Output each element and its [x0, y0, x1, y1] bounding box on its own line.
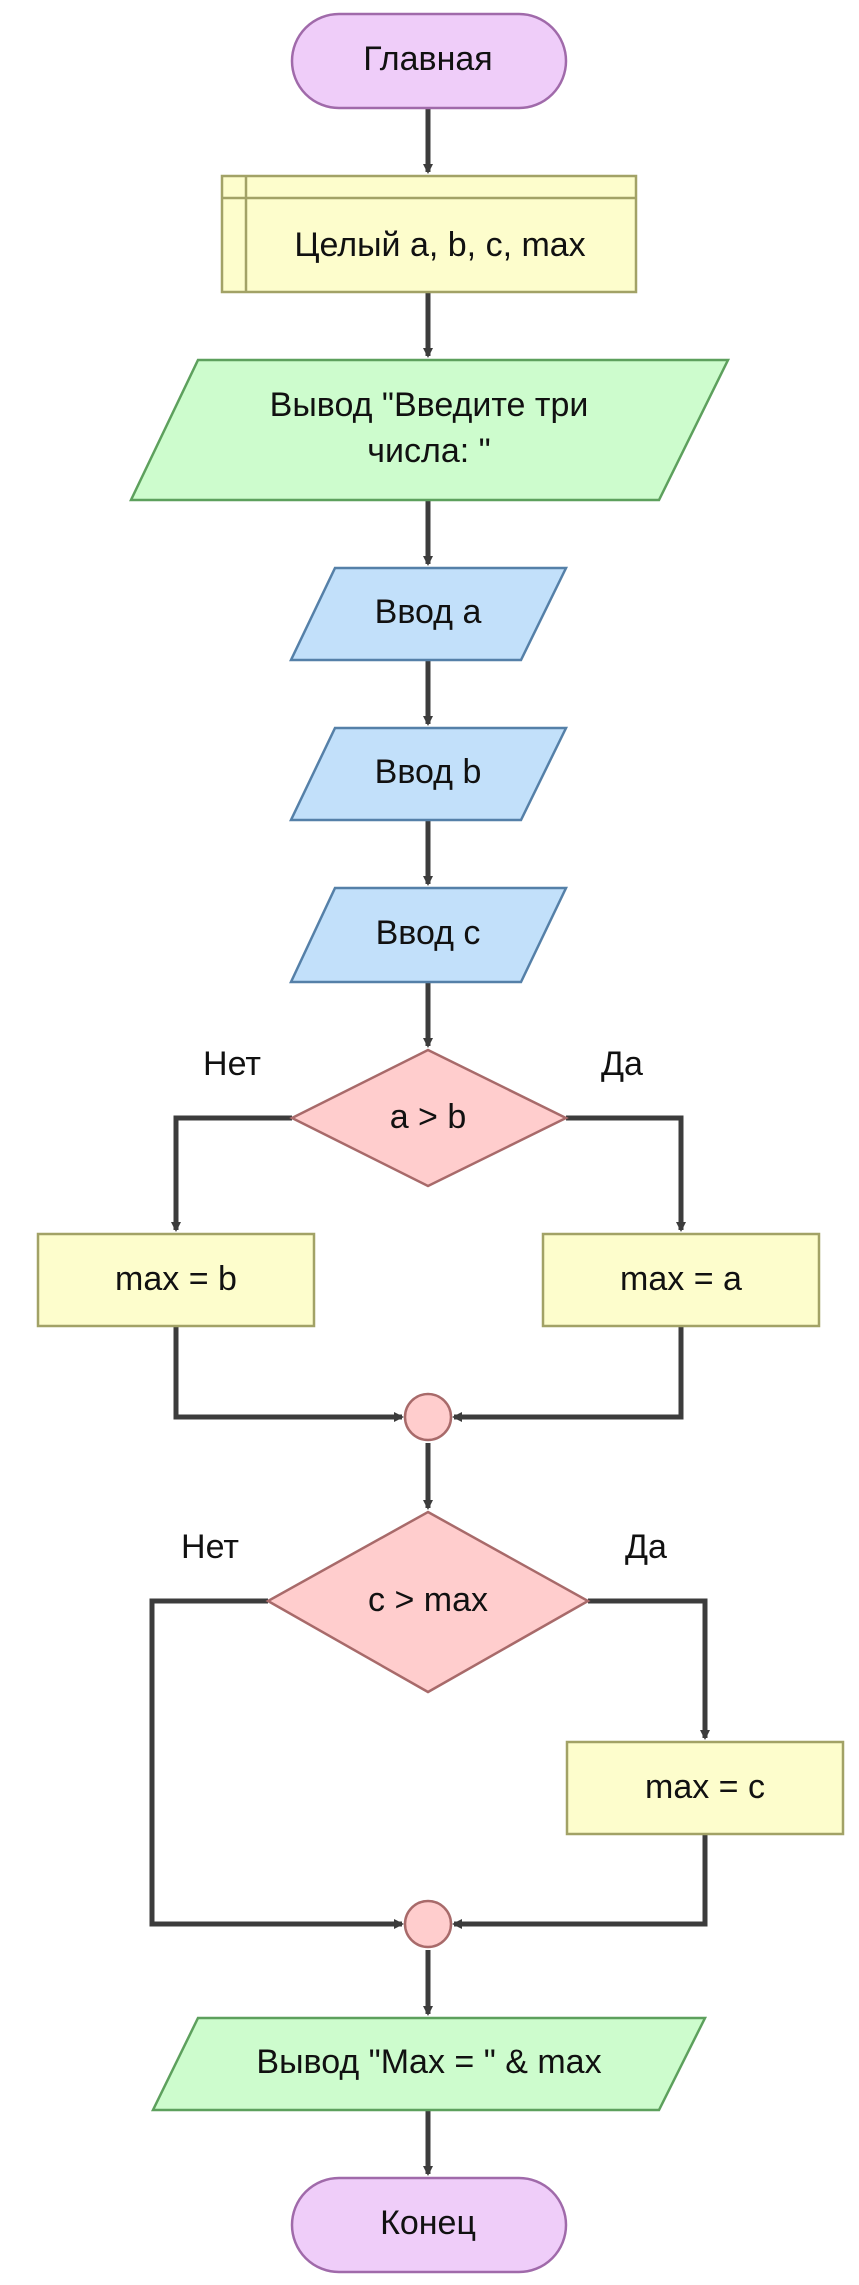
input-b-block: Ввод b — [289, 726, 569, 822]
input-c-block: Ввод c — [289, 886, 568, 984]
merge-connector-2 — [403, 1899, 453, 1949]
decision2-yes-label: Да — [625, 1528, 667, 1566]
assign-max-c-block: max = c — [565, 1740, 845, 1836]
input-b-label: Ввод b — [375, 753, 482, 791]
end-terminal: Конец — [290, 2176, 568, 2274]
decision2-label: c > max — [368, 1581, 488, 1619]
output-prompt-line2: числа: " — [367, 432, 490, 470]
start-terminal: Главная — [290, 12, 568, 110]
decision-c-gt-max: c > max — [265, 1510, 591, 1694]
output-prompt-line1: Вывод "Введите три — [270, 386, 589, 424]
assign-max-b-block: max = b — [36, 1232, 316, 1328]
declare-block: Целый a, b, c, max — [220, 174, 638, 294]
input-a-block: Ввод a — [289, 566, 569, 662]
arrow-decision2-yes — [588, 1598, 710, 1740]
decision-a-gt-b: a > b — [289, 1048, 569, 1188]
assign-c-label: max = c — [645, 1768, 765, 1806]
input-a-label: Ввод a — [375, 593, 482, 631]
decision1-label: a > b — [390, 1098, 467, 1136]
end-label: Конец — [380, 2204, 476, 2242]
arrow-decision2-no — [149, 1598, 404, 1929]
output-max-label: Вывод "Max = " & max — [256, 2043, 601, 2081]
declare-label: Целый a, b, c, max — [294, 226, 585, 264]
assign-max-a-block: max = a — [541, 1232, 821, 1328]
merge-connector-1 — [403, 1392, 453, 1442]
arrow-assign-b-to-merge — [173, 1326, 404, 1422]
decision2-no-label: Нет — [181, 1528, 239, 1566]
arrow-assign-a-to-merge — [452, 1326, 684, 1422]
decision1-yes-label: Да — [601, 1045, 643, 1083]
output-prompt-block: Вывод "Введите три числа: " — [129, 358, 731, 502]
input-c-label: Ввод c — [376, 914, 481, 952]
assign-a-label: max = a — [620, 1260, 742, 1298]
connector-lines — [149, 108, 710, 2176]
arrow-decision1-no — [171, 1115, 292, 1232]
arrow-decision1-yes — [566, 1115, 686, 1232]
decision1-no-label: Нет — [203, 1045, 261, 1083]
start-label: Главная — [363, 40, 492, 78]
arrow-assign-c-to-merge — [452, 1834, 708, 1929]
assign-b-label: max = b — [115, 1260, 237, 1298]
output-max-block: Вывод "Max = " & max — [150, 2016, 708, 2112]
